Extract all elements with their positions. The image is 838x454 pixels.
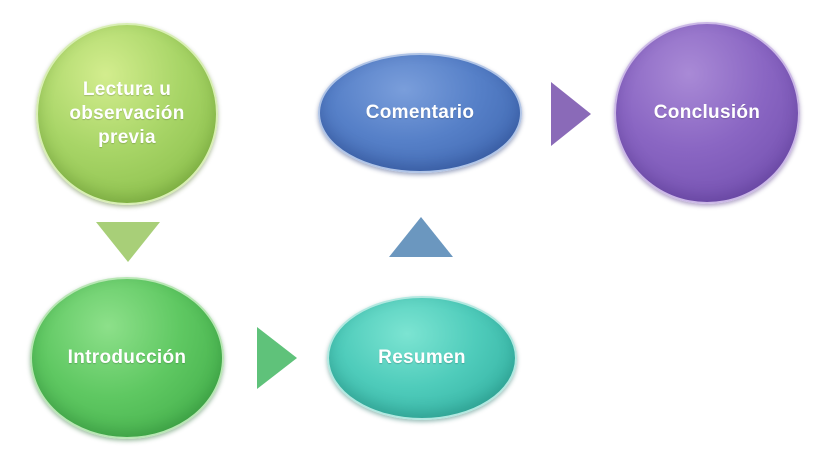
- node-label: Conclusión: [653, 102, 761, 123]
- node-introduccion: Introducción: [30, 277, 224, 439]
- node-label: Comentario: [365, 102, 475, 123]
- arrow-right-icon: [257, 327, 297, 389]
- node-label: Lectura u observación previa: [69, 79, 185, 148]
- arrow-right-icon: [551, 82, 591, 146]
- node-comentario: Comentario: [318, 53, 522, 173]
- arrow-down-icon: [96, 222, 160, 262]
- node-resumen: Resumen: [327, 296, 517, 420]
- node-lectura-observacion-previa: Lectura u observación previa: [36, 23, 218, 205]
- arrow-up-icon: [389, 217, 453, 257]
- node-conclusion: Conclusión: [614, 22, 800, 204]
- node-label: Resumen: [378, 347, 466, 368]
- node-label: Introducción: [67, 347, 187, 368]
